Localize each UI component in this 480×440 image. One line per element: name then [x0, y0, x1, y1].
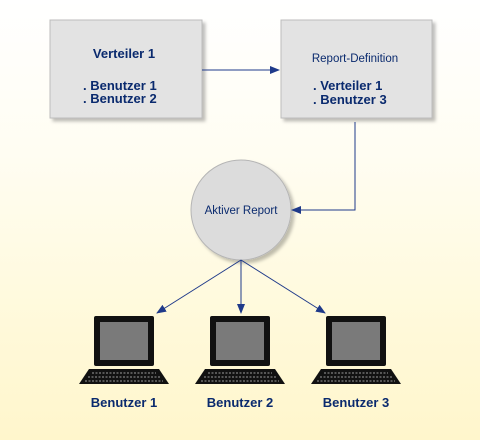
- computer-label-3: Benutzer 3: [323, 395, 389, 410]
- active-report-node: Aktiver Report: [190, 159, 292, 261]
- computer-icon: [79, 316, 169, 384]
- report-definition-item-2: . Benutzer 3: [313, 92, 387, 107]
- distributor-member-2: . Benutzer 2: [83, 91, 157, 106]
- computer-icon: [311, 316, 401, 384]
- distributor-box: Verteiler 1 . Benutzer 1 . Benutzer 2: [49, 19, 203, 119]
- active-report-label: Aktiver Report: [205, 205, 279, 217]
- distributor-title: Verteiler 1: [93, 46, 155, 61]
- report-definition-title: Report-Definition: [312, 53, 398, 65]
- computer-user-1: Benutzer 1: [79, 316, 169, 410]
- arrow-definition-to-active-report: [291, 122, 356, 214]
- distributor-member-1: . Benutzer 1: [83, 78, 157, 93]
- computer-user-3: Benutzer 3: [311, 316, 401, 410]
- computer-label-1: Benutzer 1: [91, 395, 157, 410]
- computer-label-2: Benutzer 2: [207, 395, 273, 410]
- computer-user-2: Benutzer 2: [195, 316, 285, 410]
- arrow-to-user-1: [156, 259, 242, 314]
- report-definition-item-1: . Verteiler 1: [313, 78, 382, 93]
- arrow-to-user-3: [240, 259, 326, 314]
- computer-icon: [195, 316, 285, 384]
- report-definition-box: Report-Definition . Verteiler 1 . Benutz…: [280, 19, 433, 119]
